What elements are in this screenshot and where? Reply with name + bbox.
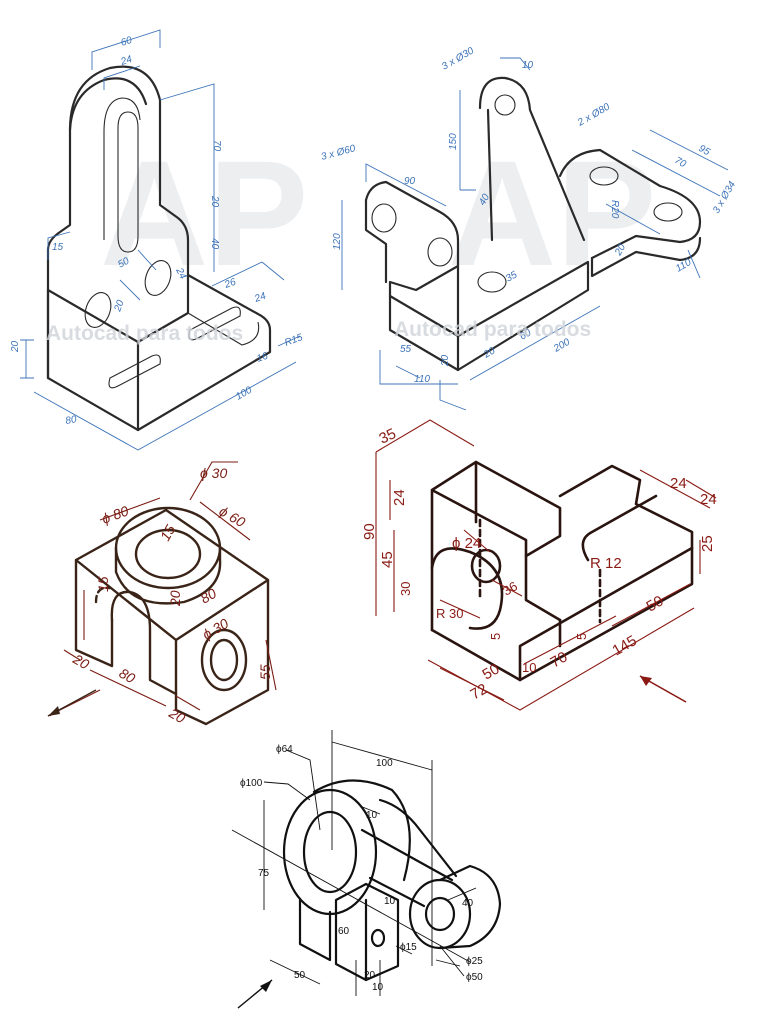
dim-label: 10 [384, 896, 396, 907]
dim-label: 50 [480, 660, 503, 683]
dim-label: 90 [404, 176, 416, 187]
dim-label: ϕ64 [276, 744, 293, 755]
dim-label: R15 [283, 332, 304, 349]
dim-label: 120 [332, 233, 343, 250]
view-arrows [47, 675, 687, 1009]
dim-label: 25 [699, 535, 716, 552]
drawing-bracket-slotted-upright: AP 60 24 70 20 40 15 50 20 24 [10, 29, 308, 451]
dim-label: 24 [700, 491, 717, 508]
dim-label: ϕ50 [466, 972, 483, 983]
dim-label: 95 [697, 143, 713, 158]
dim-label: 3 x Ø30 [440, 45, 476, 72]
dim-label: 20 [209, 195, 220, 208]
dim-label: 70 [548, 648, 571, 671]
dim-label: 20 [112, 298, 127, 314]
dim-label: 5 [574, 633, 589, 640]
dim-label: 35 [504, 269, 520, 284]
dim-label: 40 [209, 238, 220, 250]
dim-label: 20 [481, 345, 497, 361]
dim-label: 150 [448, 133, 459, 150]
dim-label: 50 [644, 592, 667, 615]
dim-label: 50 [294, 970, 306, 981]
dim-label: R 12 [590, 555, 622, 572]
dim-label: 30 [398, 582, 413, 596]
dim-label: 10 [372, 982, 384, 993]
dim-label: ϕ100 [240, 778, 263, 789]
dim-label: 55 [257, 664, 273, 680]
dim-label: 35 [377, 425, 399, 447]
drawing-pillow-block: ϕ 30 ϕ 80 ϕ 60 15 20 15 80 ϕ 30 20 80 20… [47, 461, 277, 726]
dim-label: 72 [468, 680, 491, 703]
dim-label: 24 [391, 489, 408, 506]
logo-watermark-1: AP [100, 129, 308, 297]
dim-label: 20 [167, 590, 183, 607]
dim-label: 24 [119, 54, 134, 68]
dim-label: 55 [400, 344, 412, 355]
dim-label: 16 [255, 351, 270, 365]
dim-label: ϕ25 [466, 956, 483, 967]
dim-label: 90 [361, 523, 378, 540]
dim-label: 70 [673, 155, 689, 170]
dim-label: 10 [522, 660, 536, 675]
dim-label: 24 [252, 291, 268, 306]
dim-label: 45 [379, 551, 396, 568]
dim-label: 15 [157, 522, 179, 544]
dim-label: 3 x Ø34 [711, 179, 738, 215]
dim-label: 5 [488, 633, 503, 640]
dim-label: 60 [518, 327, 534, 342]
dim-label: ϕ15 [400, 942, 417, 953]
dim-label: 20 [613, 242, 629, 258]
dim-label: 2 x Ø80 [575, 101, 612, 129]
drawing-bracket-with-lug: AP 3 x Ø30 10 150 40 3 x Ø60 [320, 45, 738, 411]
dim-label: 80 [65, 414, 78, 427]
dim-label: ϕ 30 [200, 615, 232, 643]
dim-label: 110 [414, 374, 430, 385]
dim-label: 10 [522, 60, 534, 71]
logo-watermark-2: AP [448, 129, 656, 297]
dim-label: R20 [609, 200, 620, 219]
watermark-text-1: Autocad para todos [46, 322, 243, 345]
dim-label: 24 [670, 475, 687, 492]
drawing-lever-fork: ϕ64 100 ϕ100 10 75 40 10 60 ϕ15 ϕ25 ϕ50 … [231, 730, 502, 1009]
dim-label: 60 [120, 35, 134, 49]
dim-label: 15 [52, 242, 64, 253]
dim-label: 70 [211, 140, 222, 152]
dim-label: 15 [95, 576, 111, 592]
dim-label: 40 [477, 192, 492, 208]
drawing-angle-block-with-slot: 35 24 90 45 30 ϕ 24 36 R 30 5 5 24 24 25… [361, 419, 717, 711]
dim-label: 36 [500, 578, 520, 598]
dim-label: 26 [222, 277, 238, 292]
dim-label: ϕ 30 [200, 465, 227, 481]
dim-label: 20 [166, 704, 189, 726]
dim-label: 50 [116, 256, 131, 271]
dim-label: 40 [462, 898, 474, 909]
dim-label: 3 x Ø60 [320, 143, 357, 163]
dim-label: 20 [10, 340, 21, 353]
watermark-text-2: Autocad para todos [394, 318, 591, 341]
dim-label: 75 [258, 868, 270, 879]
dim-label: R 30 [436, 606, 463, 621]
dim-label: 20 [70, 650, 93, 672]
dim-label: 20 [364, 970, 376, 981]
dim-label: 20 [440, 354, 451, 367]
dim-label: 24 [173, 265, 189, 281]
dim-label: 80 [198, 585, 220, 607]
dim-label: 60 [338, 926, 350, 937]
dim-label: 10 [366, 810, 378, 821]
dim-label: 100 [376, 758, 393, 769]
dim-label: 80 [117, 665, 139, 687]
dim-label: ϕ 24 [452, 535, 481, 552]
